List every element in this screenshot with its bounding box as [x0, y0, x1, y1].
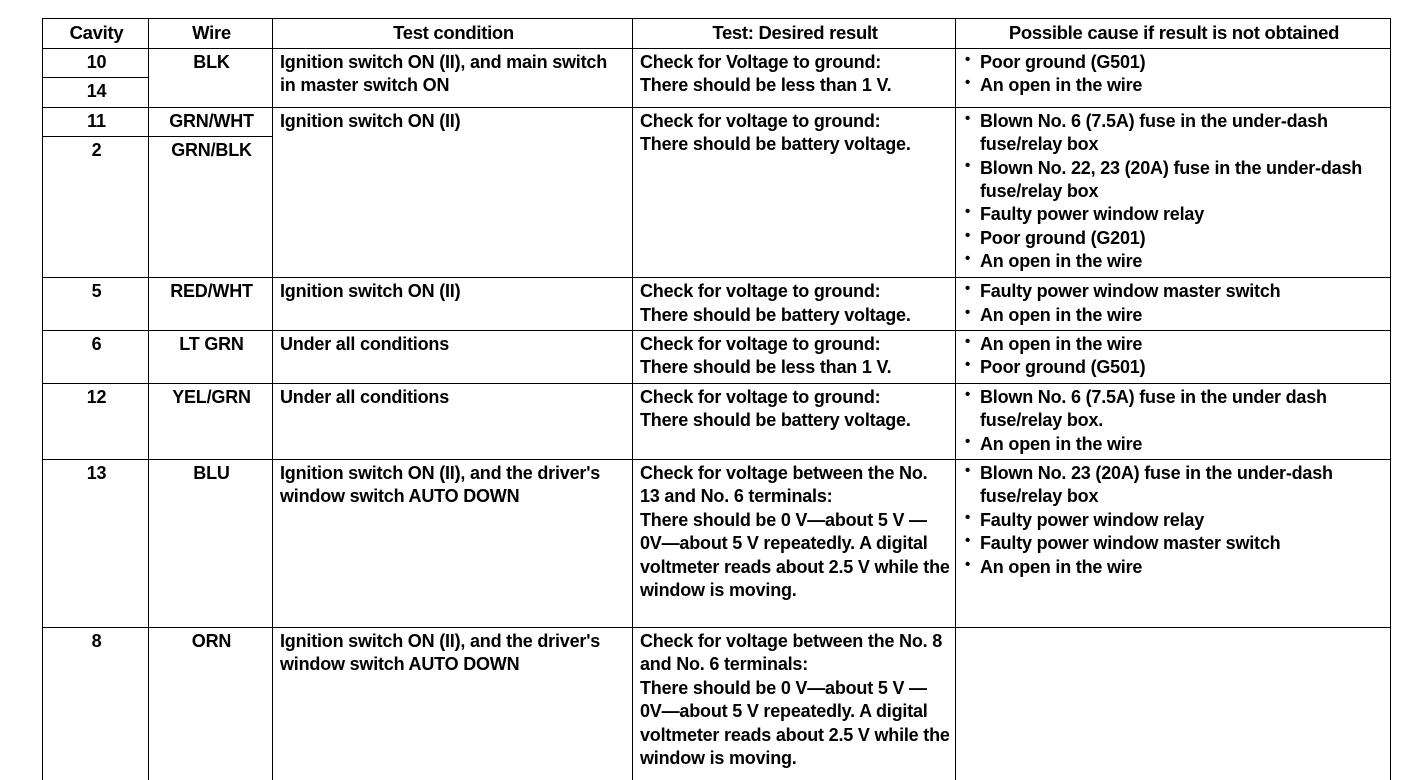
table-row: 8 ORN Ignition switch ON (II), and the d… [42, 626, 1391, 780]
cell-cavity: 12 [42, 382, 149, 460]
cause-item: Poor ground (G201) [963, 226, 1385, 250]
cause-list: Blown No. 6 (7.5A) fuse in the under das… [963, 385, 1385, 456]
header-row: Cavity Wire Test condition Test: Desired… [42, 17, 1391, 50]
cell-cavity: 10 [42, 48, 149, 79]
cell-wire: BLU [148, 458, 273, 628]
cell-test-result: Check for voltage to ground: There shoul… [632, 330, 956, 384]
cell-cavity: 6 [42, 330, 149, 384]
cause-item: Poor ground (G501) [963, 355, 1385, 379]
cell-wire: ORN [148, 626, 273, 780]
cause-item: Faulty power window relay [963, 508, 1385, 532]
cell-test-result: Check for voltage to ground: There shoul… [632, 277, 956, 331]
cell-test-result: Check for Voltage to ground: There shoul… [632, 48, 956, 108]
cell-test-condition: Ignition switch ON (II) [272, 277, 633, 331]
header-test-condition: Test condition [272, 17, 633, 50]
cell-test-condition: Under all conditions [272, 382, 633, 460]
table-row: 13 BLU Ignition switch ON (II), and the … [42, 458, 1391, 628]
table-header: Cavity Wire Test condition Test: Desired… [42, 17, 1391, 50]
cell-cavity: 2 [42, 136, 149, 279]
cause-item: Poor ground (G501) [963, 50, 1385, 74]
header-wire: Wire [148, 17, 273, 50]
cause-list: Faulty power window master switch An ope… [963, 279, 1385, 327]
cell-wire: LT GRN [148, 330, 273, 384]
cell-test-condition: Ignition switch ON (II) [272, 106, 633, 279]
cell-possible-cause [955, 626, 1391, 780]
cause-item: Faulty power window master switch [963, 279, 1385, 303]
cell-test-result: Check for voltage between the No. 13 and… [632, 458, 956, 628]
cause-item: Faulty power window master switch [963, 531, 1385, 555]
cell-wire: RED/WHT [148, 277, 273, 331]
cell-test-condition: Under all conditions [272, 330, 633, 384]
cause-item: An open in the wire [963, 554, 1385, 579]
table-row: 14 [42, 77, 1391, 108]
table-row: 2 GRN/BLK [42, 136, 1391, 279]
cause-list: Blown No. 23 (20A) fuse in the under-das… [963, 461, 1385, 579]
cell-possible-cause: Faulty power window master switch An ope… [955, 277, 1391, 331]
cell-test-condition: Ignition switch ON (II), and the driver'… [272, 626, 633, 780]
cause-item: An open in the wire [963, 303, 1385, 327]
cause-item: Blown No. 23 (20A) fuse in the under-das… [963, 461, 1385, 509]
cell-wire: GRN/WHT [148, 106, 273, 138]
cell-wire: GRN/BLK [148, 136, 273, 279]
cell-possible-cause: An open in the wire Poor ground (G501) [955, 330, 1391, 384]
cell-cavity: 13 [42, 458, 149, 628]
table-row: 5 RED/WHT Ignition switch ON (II) Check … [42, 277, 1391, 331]
cell-test-condition: Ignition switch ON (II), and the driver'… [272, 458, 633, 628]
header-possible-cause: Possible cause if result is not obtained [955, 17, 1391, 50]
table-row: 12 YEL/GRN Under all conditions Check fo… [42, 382, 1391, 460]
cause-item: An open in the wire [963, 249, 1385, 273]
cell-possible-cause: Blown No. 6 (7.5A) fuse in the under das… [955, 382, 1391, 460]
cell-test-result: Check for voltage to ground: There shoul… [632, 382, 956, 460]
cause-item: Faulty power window relay [963, 202, 1385, 226]
cell-cavity: 14 [42, 77, 149, 108]
circuit-test-table: Cavity Wire Test condition Test: Desired… [42, 17, 1391, 780]
cell-test-result: Check for voltage to ground: There shoul… [632, 106, 956, 279]
table-row: 6 LT GRN Under all conditions Check for … [42, 330, 1391, 384]
cause-item: Blown No. 22, 23 (20A) fuse in the under… [963, 156, 1385, 204]
cell-cavity: 5 [42, 277, 149, 331]
table-row: 10 BLK Ignition switch ON (II), and main… [42, 48, 1391, 108]
cause-item: Blown No. 6 (7.5A) fuse in the under das… [963, 385, 1385, 433]
cause-list: Blown No. 6 (7.5A) fuse in the under-das… [963, 109, 1385, 274]
cause-list: An open in the wire Poor ground (G501) [963, 332, 1385, 380]
cell-test-condition: Ignition switch ON (II), and main switch… [272, 48, 633, 108]
cell-possible-cause: Blown No. 23 (20A) fuse in the under-das… [955, 458, 1391, 628]
cause-item: An open in the wire [963, 432, 1385, 456]
header-test-desired-result: Test: Desired result [632, 17, 956, 50]
cause-list: Poor ground (G501) An open in the wire [963, 50, 1385, 98]
cell-possible-cause: Blown No. 6 (7.5A) fuse in the under-das… [955, 106, 1391, 279]
cell-cavity: 8 [42, 626, 149, 780]
cell-wire: BLK [148, 48, 273, 108]
header-cavity: Cavity [42, 17, 149, 50]
cause-item: Blown No. 6 (7.5A) fuse in the under-das… [963, 109, 1385, 157]
cell-possible-cause: Poor ground (G501) An open in the wire [955, 48, 1391, 108]
cell-test-result: Check for voltage between the No. 8 and … [632, 626, 956, 780]
table-row: 11 GRN/WHT Ignition switch ON (II) Check… [42, 106, 1391, 279]
table-body: 10 BLK Ignition switch ON (II), and main… [42, 48, 1391, 780]
cell-wire: YEL/GRN [148, 382, 273, 460]
cell-cavity: 11 [42, 106, 149, 138]
cause-item: An open in the wire [963, 73, 1385, 97]
cause-item: An open in the wire [963, 332, 1385, 356]
